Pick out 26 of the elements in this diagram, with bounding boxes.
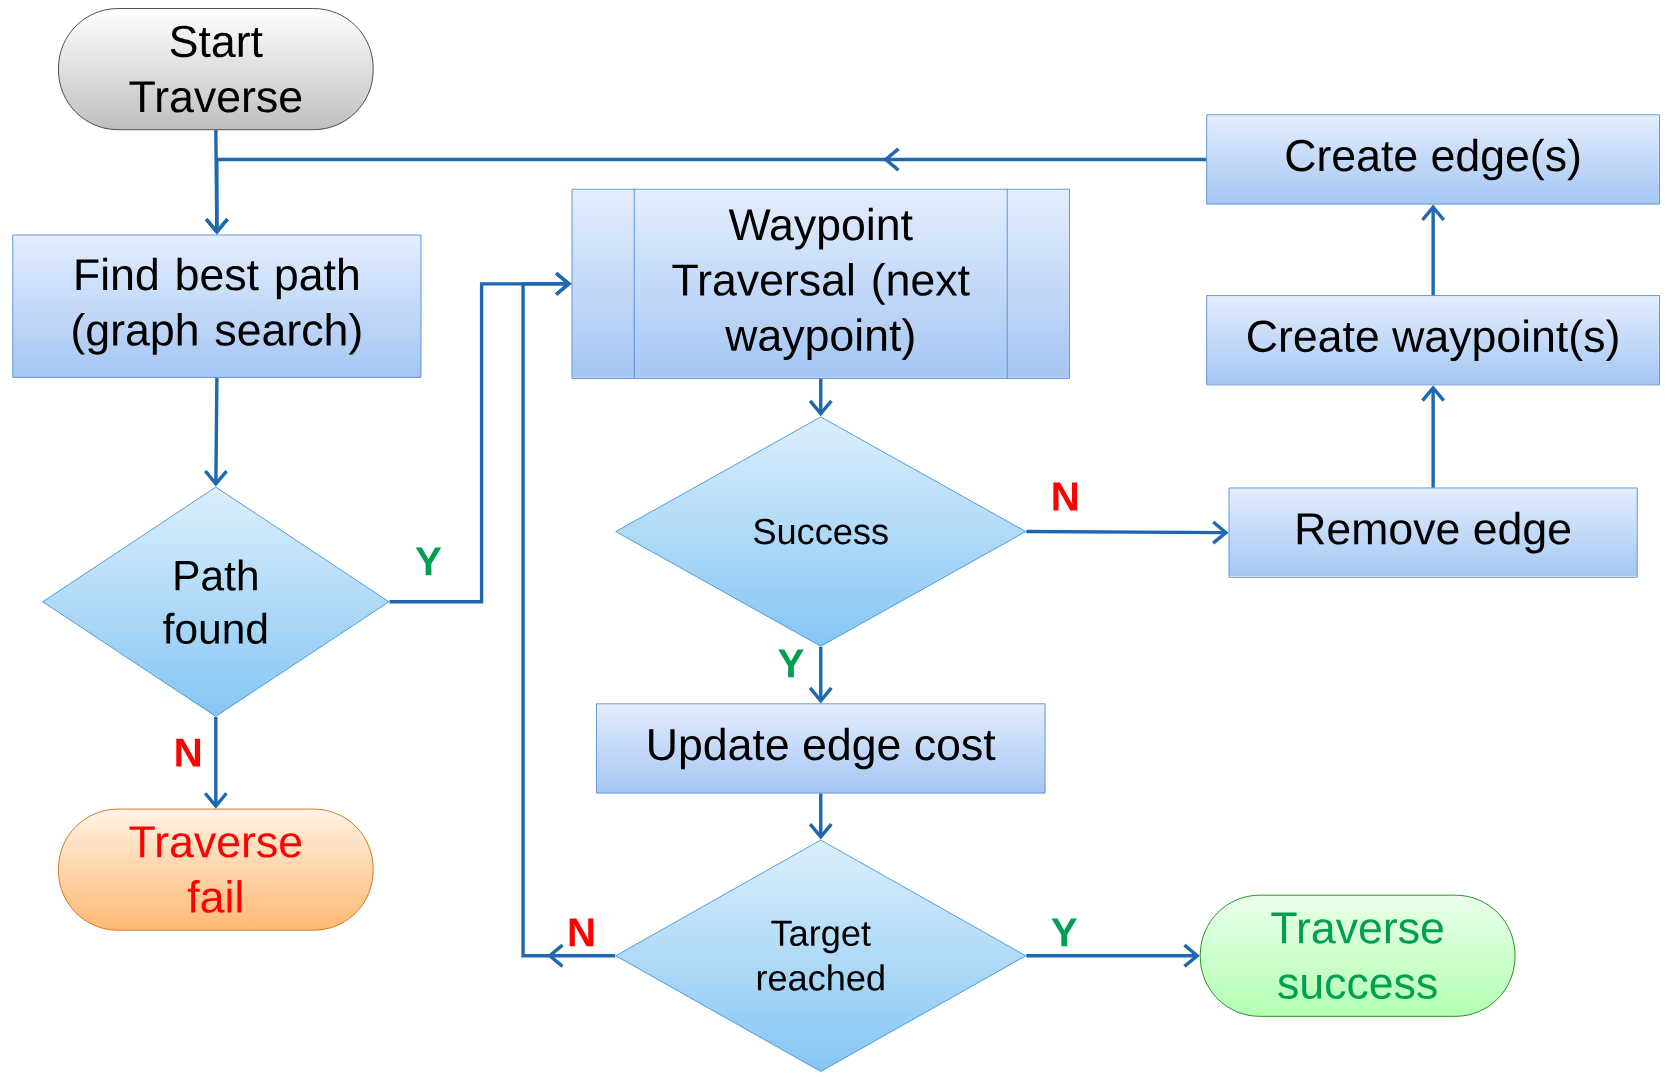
arrow	[1421, 204, 1446, 296]
arrow	[204, 377, 228, 487]
start-terminal: Start Traverse	[58, 8, 374, 131]
arrow	[1026, 943, 1200, 968]
arrow	[203, 717, 228, 809]
process-box: Remove edge	[1228, 487, 1638, 578]
arrow	[808, 378, 833, 417]
predefined-process-box: Waypoint Traversal (next waypoint)	[571, 188, 1070, 380]
process-box: Create waypoint(s)	[1206, 295, 1660, 386]
process-box: Find best path (graph search)	[12, 234, 422, 378]
end-terminal: Traverse fail	[58, 808, 374, 931]
arrow	[808, 793, 833, 840]
process-box: Create edge(s)	[1206, 114, 1660, 205]
process-box: Update edge cost	[596, 703, 1046, 794]
edge-label: N	[171, 736, 205, 769]
arrow	[1026, 520, 1229, 545]
edge-label: Y	[1048, 916, 1080, 949]
arrow	[521, 271, 616, 968]
end-terminal: Traverse success	[1199, 894, 1516, 1017]
arrow	[1421, 385, 1446, 488]
edge-label: N	[1048, 480, 1082, 513]
edge-label: Y	[775, 647, 807, 680]
edge-label: N	[564, 916, 599, 949]
arrow	[204, 147, 1207, 235]
edge-label: Y	[412, 545, 445, 578]
arrow	[808, 646, 833, 704]
